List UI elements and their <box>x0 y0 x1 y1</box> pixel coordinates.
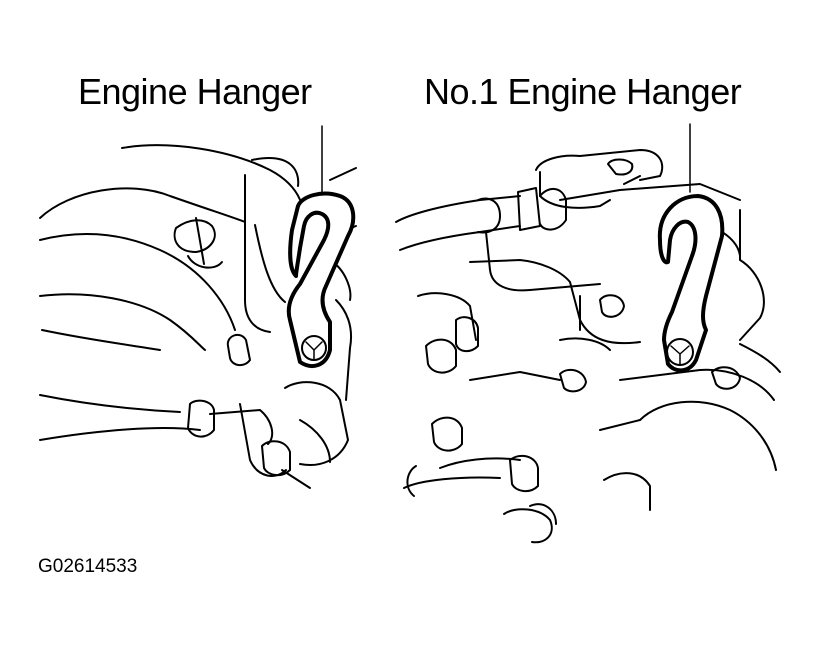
figure-id: G02614533 <box>38 556 138 577</box>
right-hanger-bolt <box>666 338 694 366</box>
no1-engine-hanger-label: No.1 Engine Hanger <box>424 71 742 112</box>
right-engine-drawing <box>395 123 781 544</box>
left-engine-hanger <box>286 191 356 368</box>
engine-hanger-label: Engine Hanger <box>78 71 312 112</box>
no1-engine-hanger <box>657 194 725 373</box>
left-engine-drawing <box>39 125 357 489</box>
